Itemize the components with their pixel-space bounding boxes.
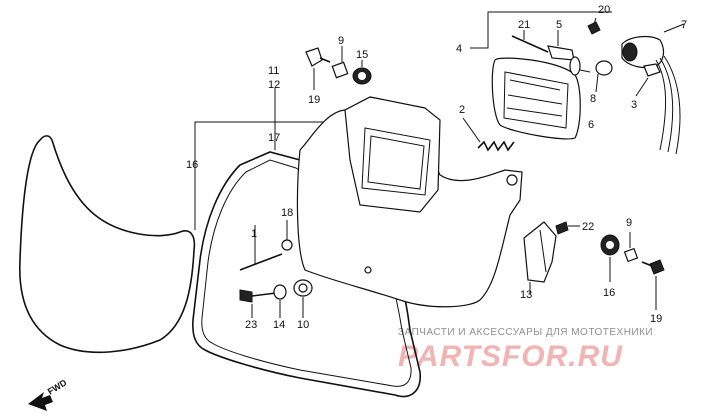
label-10: 10 (297, 319, 309, 331)
spacer-9 (331, 61, 349, 79)
bulb-8 (595, 60, 613, 76)
watermark-subtitle: ЗАПЧАСТИ И АКСЕССУАРЫ ДЛЯ МОТОТЕХНИКИ (398, 327, 653, 338)
label-4: 4 (456, 43, 462, 55)
label-3: 3 (631, 99, 637, 111)
screw-1 (239, 253, 283, 271)
spring-2 (477, 140, 515, 152)
clip-3 (643, 63, 661, 77)
headlight-unit-lens (503, 71, 569, 129)
screw-19b-shaft (641, 261, 653, 267)
grommet-15-hole (358, 72, 366, 80)
label-1: 1 (251, 228, 257, 240)
label-6: 6 (588, 119, 594, 131)
leader-3 (635, 77, 649, 97)
fwd-arrow-icon (28, 392, 53, 411)
leader-8 (595, 73, 599, 93)
screw-hole (364, 266, 372, 274)
label-19b: 19 (650, 313, 662, 325)
bolt-23-shaft (251, 292, 277, 297)
wire-1 (655, 59, 667, 151)
screw-19b (649, 259, 665, 275)
label-11: 11 (268, 65, 279, 77)
leader-6 (579, 69, 591, 73)
label-13: 13 (520, 289, 532, 301)
leader-20 (593, 17, 597, 25)
label-8: 8 (590, 93, 596, 105)
label-23: 23 (245, 319, 257, 331)
label-18: 18 (281, 207, 293, 219)
label-16b: 16 (603, 287, 615, 299)
headlight-lens-opening (361, 127, 431, 196)
bracket-16 (194, 121, 340, 230)
label-9a: 9 (338, 35, 344, 47)
headlight-lens-ribs (506, 79, 563, 117)
wire-2 (659, 57, 674, 153)
screw-21 (511, 35, 549, 53)
label-17: 17 (268, 132, 280, 144)
screw-19-top (305, 47, 323, 67)
label-16a: 16 (186, 159, 198, 171)
headlight-unit (491, 57, 581, 140)
label-15: 15 (356, 49, 368, 61)
washer-18 (281, 239, 293, 251)
label-21: 21 (518, 19, 530, 31)
leader-7 (663, 23, 685, 33)
headlight-mount (569, 56, 581, 76)
bolt-23 (239, 289, 253, 303)
screw-19-shaft (319, 57, 331, 63)
grommet-16-hole (606, 241, 614, 249)
collar-14 (273, 284, 287, 300)
spacer-9b (623, 247, 639, 263)
fwd-label: FWD (46, 377, 69, 397)
label-22: 22 (582, 221, 594, 233)
label-5: 5 (556, 19, 562, 31)
leader-2 (462, 117, 481, 143)
watermark-brand: PARTSFOR.RU (398, 340, 623, 373)
bracket-4 (470, 11, 612, 49)
grommet-10-inner (298, 283, 308, 293)
label-14: 14 (273, 319, 285, 331)
socket-7-front (622, 42, 638, 62)
bracket-13 (523, 221, 557, 283)
label-2: 2 (459, 104, 465, 116)
screw-20 (587, 21, 601, 35)
headlight-case-rim (344, 96, 441, 213)
bracket-5 (547, 45, 575, 61)
bracket-13-edge (539, 229, 547, 273)
label-7: 7 (681, 19, 687, 31)
label-12: 12 (268, 79, 280, 91)
headlight-lens-inner (367, 135, 425, 190)
wire-3 (663, 55, 681, 155)
label-9b: 9 (626, 217, 632, 229)
label-20: 20 (598, 4, 610, 16)
mount-hole (506, 174, 518, 186)
screw-22 (555, 221, 569, 235)
label-19a: 19 (308, 94, 320, 106)
fairing-pad (19, 135, 196, 354)
